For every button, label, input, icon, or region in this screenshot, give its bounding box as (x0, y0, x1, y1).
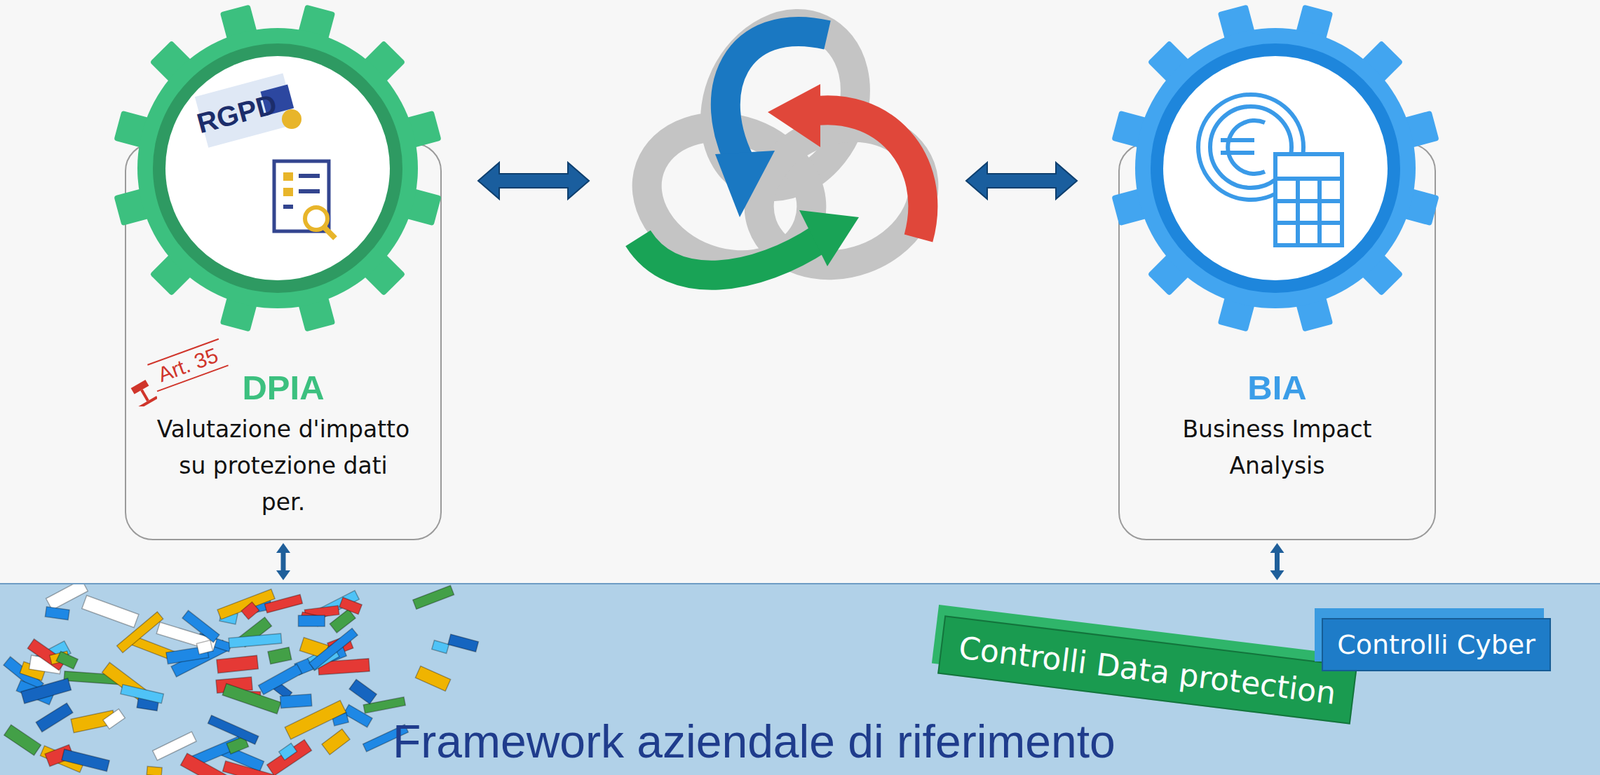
brick (182, 610, 220, 643)
brick (207, 715, 259, 746)
brick (264, 594, 303, 613)
brick (448, 634, 479, 653)
brick (4, 724, 42, 756)
brick (228, 633, 282, 649)
brick (431, 640, 450, 655)
brick (196, 640, 213, 655)
brick (241, 602, 260, 620)
brick (284, 700, 346, 740)
brick (56, 651, 78, 669)
control-label: Controlli Data protection (957, 629, 1338, 712)
brick (103, 709, 125, 730)
framework-band: Framework aziendale di riferimentoContro… (0, 583, 1600, 775)
brick (82, 595, 139, 629)
band-title: Framework aziendale di riferimento (392, 716, 1116, 768)
brick (46, 584, 89, 611)
brick (267, 647, 292, 665)
brick (146, 767, 162, 775)
brick (412, 585, 455, 610)
box-heading: DPIA (241, 367, 324, 409)
brick (280, 694, 313, 709)
brick (61, 749, 110, 772)
gavel-icon (129, 378, 158, 407)
brick (222, 684, 282, 715)
stamp-label: Art. 35 (147, 338, 229, 393)
box-body: Valutazione d'impatto su protezione dati… (155, 411, 412, 521)
brick (309, 628, 358, 671)
brick (279, 743, 298, 761)
double-arrow (476, 159, 591, 202)
connector (1270, 543, 1285, 581)
brick (321, 729, 350, 756)
brick (267, 739, 313, 775)
box-heading: BIA (1247, 367, 1307, 409)
brick (343, 705, 373, 728)
brick (415, 666, 451, 692)
box-body: Business Impact Analysis (1172, 411, 1383, 485)
control-label: Controlli Cyber (1337, 629, 1536, 661)
connector (276, 543, 291, 581)
brick (339, 598, 362, 615)
brick (349, 680, 377, 705)
brick (35, 703, 73, 732)
control-block: Controlli Data protection (937, 615, 1358, 725)
brick (297, 615, 325, 627)
brick (21, 678, 72, 704)
brick (120, 685, 164, 704)
gear-icon (1107, 0, 1444, 337)
control-block: Controlli Cyber (1321, 618, 1551, 672)
double-arrow (964, 159, 1079, 202)
brick (44, 607, 70, 621)
brick (180, 753, 232, 775)
gear-icon (109, 0, 446, 337)
brick (258, 664, 303, 696)
cycle-icon (617, 7, 954, 302)
brick (216, 655, 259, 674)
